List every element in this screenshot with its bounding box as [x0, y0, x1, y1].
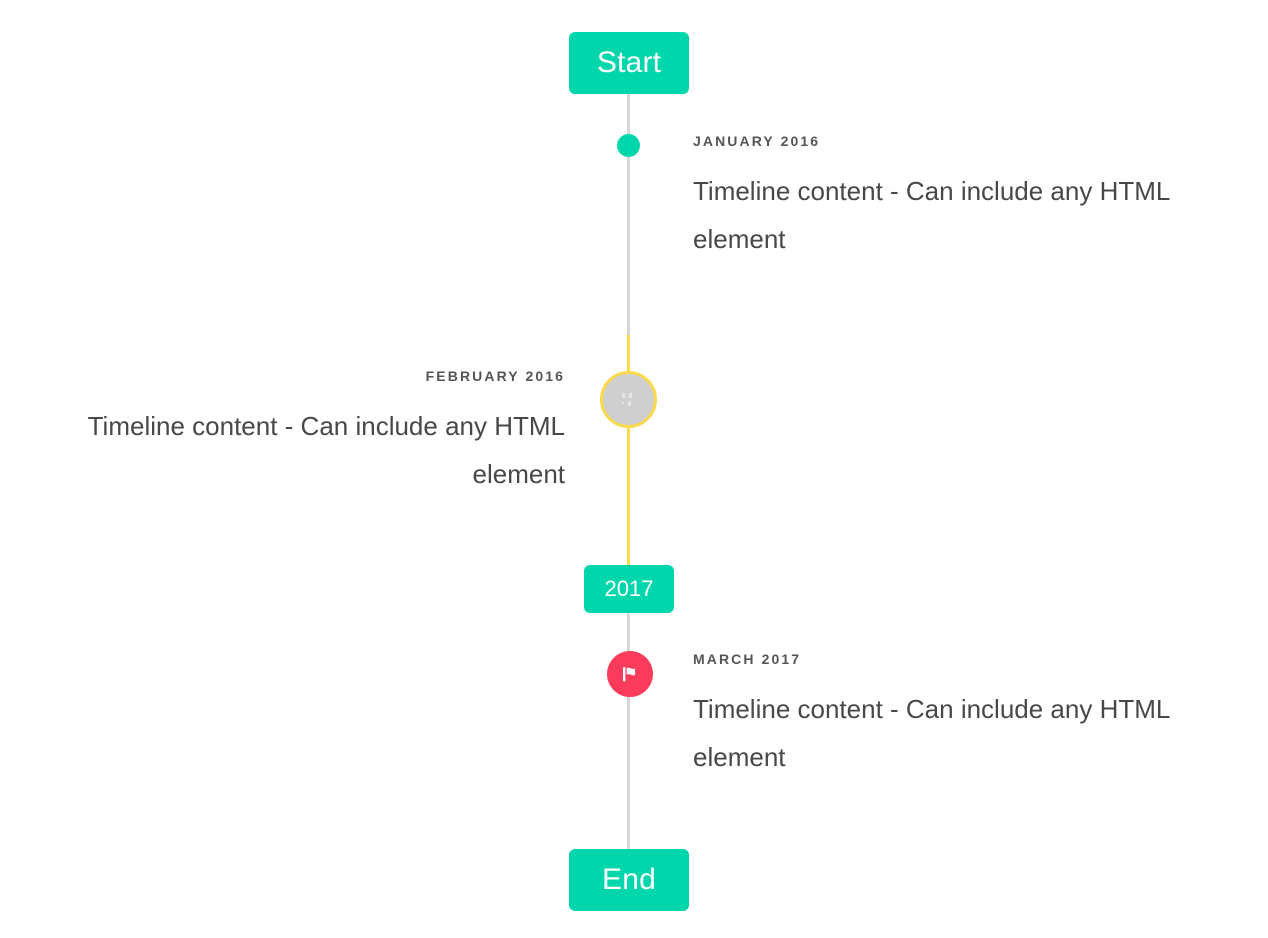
timeline-entry-body: Timeline content - Can include any HTML …	[693, 694, 1170, 773]
timeline-entry-body: Timeline content - Can include any HTML …	[87, 411, 565, 490]
timeline-year-badge-2017[interactable]: 2017	[584, 565, 674, 613]
timeline-marker-flag-icon[interactable]	[607, 651, 653, 697]
timeline-entry-date: March 2017	[693, 651, 802, 667]
timeline-rail-grey-upper	[627, 92, 630, 337]
timeline-entry-date: January 2016	[693, 133, 821, 149]
timeline-marker-broken-image-icon[interactable]	[600, 371, 657, 428]
timeline-entry-body: Timeline content - Can include any HTML …	[693, 176, 1170, 255]
flag-icon	[623, 667, 636, 682]
timeline-entry-february: February 2016 Timeline content - Can inc…	[35, 368, 565, 498]
broken-image-icon	[621, 392, 632, 406]
timeline-start-badge[interactable]: Start	[569, 32, 689, 94]
timeline-marker-dot-icon[interactable]	[617, 134, 640, 157]
timeline-entry-date: February 2016	[425, 368, 565, 384]
timeline-entry-march: March 2017 Timeline content - Can includ…	[693, 651, 1223, 781]
timeline-entry-january: January 2016 Timeline content - Can incl…	[693, 133, 1223, 263]
timeline-rail-grey-lower	[627, 613, 630, 851]
timeline-rail-yellow	[627, 335, 630, 567]
timeline-end-badge[interactable]: End	[569, 849, 689, 911]
